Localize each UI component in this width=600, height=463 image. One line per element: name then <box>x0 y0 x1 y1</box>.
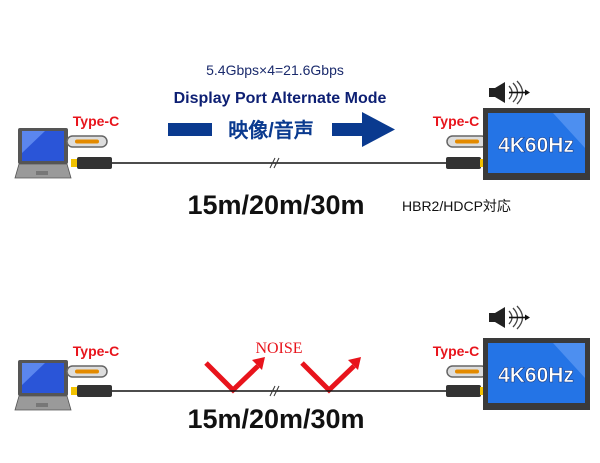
usb-c-port-icon <box>66 365 108 378</box>
right-connector-label: Type-C <box>433 343 479 359</box>
bandwidth-label: 5.4Gbps×4=21.6Gbps <box>206 62 344 78</box>
usb-c-port-icon <box>446 135 488 148</box>
monitor-resolution: 4K60Hz <box>498 134 574 157</box>
noise-label: NOISE <box>255 340 302 357</box>
top-diagram: 5.4Gbps×4=21.6Gbps Display Port Alternat… <box>14 62 590 220</box>
usb-c-port-icon <box>446 365 488 378</box>
left-connector-label: Type-C <box>73 343 119 359</box>
laptop-icon <box>14 127 72 179</box>
cable-lengths: 15m/20m/30m <box>187 190 364 220</box>
right-connector-label: Type-C <box>433 113 479 129</box>
bottom-diagram: Type-C Type-C NOISE 4K60Hz 15m/20m/30m <box>14 305 590 434</box>
cable <box>71 385 487 397</box>
cable <box>71 157 487 169</box>
arrow-bar-right <box>332 123 362 136</box>
noise-arrow-icon <box>204 357 265 394</box>
left-connector-label: Type-C <box>73 113 119 129</box>
speaker-icon <box>488 80 531 105</box>
laptop-icon <box>14 359 72 411</box>
mode-label: Display Port Alternate Mode <box>174 90 387 107</box>
cable-lengths: 15m/20m/30m <box>187 404 364 434</box>
arrow-head-icon <box>362 112 395 147</box>
arrow-bar-left <box>168 123 212 136</box>
speaker-icon <box>488 305 531 330</box>
noise-arrow-icon <box>300 357 361 394</box>
signal-label: 映像/音声 <box>228 118 314 142</box>
compliance-label: HBR2/HDCP対応 <box>402 198 511 214</box>
monitor-resolution: 4K60Hz <box>498 364 574 387</box>
usb-c-port-icon <box>66 135 108 148</box>
signal-arrow: 映像/音声 <box>168 112 395 147</box>
